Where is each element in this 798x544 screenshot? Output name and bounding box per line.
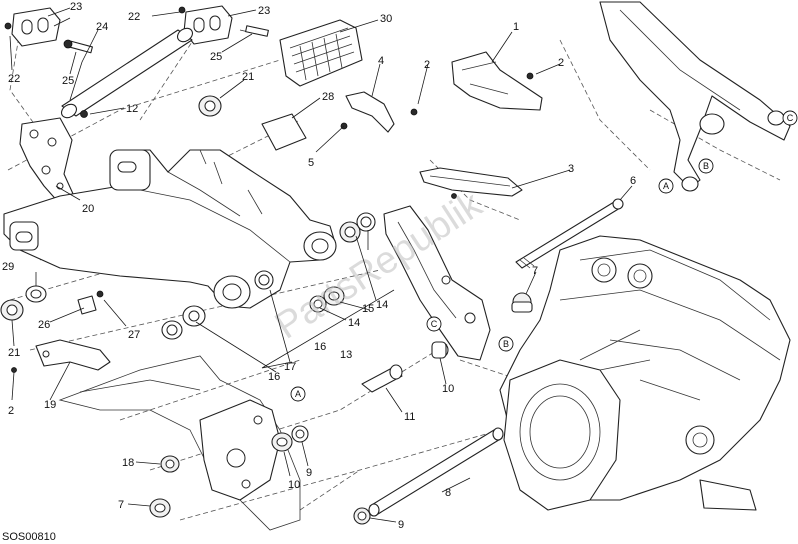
callout-12: 12 bbox=[126, 103, 138, 115]
ref-marker-a-linkage: A bbox=[290, 386, 306, 402]
callout-10: 10 bbox=[442, 383, 454, 395]
svg-text:A: A bbox=[295, 389, 301, 399]
nut-7-lower bbox=[149, 498, 171, 518]
svg-text:C: C bbox=[787, 113, 794, 123]
callout-9: 9 bbox=[306, 467, 312, 479]
callout-14: 14 bbox=[348, 317, 360, 329]
callout-22: 22 bbox=[128, 11, 140, 23]
engine-exhaust-stub bbox=[699, 479, 757, 511]
ref-marker-b-engine: B bbox=[698, 158, 714, 174]
callout-21: 21 bbox=[242, 71, 254, 83]
callout-2: 2 bbox=[8, 405, 14, 417]
decal-28 bbox=[261, 113, 307, 151]
callout-29: 29 bbox=[2, 261, 14, 273]
reference-markers: A B C A B C bbox=[290, 110, 798, 402]
bushing-26 bbox=[77, 290, 104, 315]
callout-7: 7 bbox=[532, 265, 538, 277]
svg-text:B: B bbox=[703, 161, 709, 171]
chain-adjuster-left bbox=[4, 7, 61, 47]
callout-24: 24 bbox=[96, 21, 108, 33]
callout-18: 18 bbox=[122, 457, 134, 469]
callout-25: 25 bbox=[62, 75, 74, 87]
callout-28: 28 bbox=[322, 91, 334, 103]
pivot-shaft-6 bbox=[515, 198, 624, 269]
callout-30: 30 bbox=[380, 13, 392, 25]
engine-mount-7 bbox=[511, 292, 533, 313]
callout-16: 16 bbox=[314, 341, 326, 353]
callout-15: 15 bbox=[362, 303, 374, 315]
callout-2: 2 bbox=[558, 57, 564, 69]
frame-side-plate bbox=[383, 205, 491, 361]
nut-9-bottom bbox=[353, 507, 371, 525]
callout-4: 4 bbox=[378, 55, 384, 67]
rear-frame bbox=[599, 1, 791, 192]
callout-9: 9 bbox=[398, 519, 404, 531]
bushing-17 bbox=[161, 305, 206, 340]
callout-20: 20 bbox=[82, 203, 94, 215]
bushing-10-lower bbox=[271, 425, 309, 452]
ref-marker-c-plate: C bbox=[426, 316, 442, 332]
callout-25: 25 bbox=[210, 51, 222, 63]
callout-13: 13 bbox=[340, 349, 352, 361]
nut-18 bbox=[160, 455, 180, 473]
spacer-11 bbox=[361, 364, 403, 393]
screw-12 bbox=[80, 110, 88, 118]
bushing-21-top bbox=[198, 95, 222, 117]
callout-6: 6 bbox=[630, 175, 636, 187]
spacer-10-right bbox=[431, 341, 449, 359]
lower-frame-linkage bbox=[58, 355, 301, 531]
callout-16: 16 bbox=[268, 371, 280, 383]
part-callouts: 1 2 2 2 3 4 5 6 7 7 8 9 9 10 10 11 12 13… bbox=[2, 1, 636, 531]
callout-1: 1 bbox=[513, 21, 519, 33]
washer-29 bbox=[25, 285, 47, 303]
leader-lines bbox=[9, 7, 633, 523]
ref-marker-a-engine: A bbox=[658, 178, 674, 194]
bushing-21-left bbox=[0, 299, 24, 321]
screw-25-left bbox=[63, 39, 93, 54]
rocker-plate bbox=[199, 399, 281, 501]
diagram-code: SOS00810 bbox=[2, 531, 56, 543]
callout-10: 10 bbox=[288, 479, 300, 491]
callout-7: 7 bbox=[118, 499, 124, 511]
callout-23: 23 bbox=[258, 5, 270, 17]
callout-17: 17 bbox=[284, 361, 296, 373]
callout-3: 3 bbox=[568, 163, 574, 175]
chain-guide-1 bbox=[410, 51, 543, 116]
chain-adjuster-right bbox=[178, 5, 269, 45]
callout-14: 14 bbox=[376, 299, 388, 311]
callout-8: 8 bbox=[445, 487, 451, 499]
callout-23: 23 bbox=[70, 1, 82, 13]
axle-8 bbox=[368, 427, 504, 517]
callout-2: 2 bbox=[424, 59, 430, 71]
callout-5: 5 bbox=[308, 157, 314, 169]
engine-cover bbox=[503, 329, 651, 511]
callout-19: 19 bbox=[44, 399, 56, 411]
callout-27: 27 bbox=[128, 329, 140, 341]
svg-text:C: C bbox=[431, 319, 438, 329]
callout-22: 22 bbox=[8, 73, 20, 85]
svg-text:A: A bbox=[663, 181, 669, 191]
svg-text:B: B bbox=[503, 339, 509, 349]
rear-wheel-spacer-rod bbox=[60, 27, 194, 119]
chain-slider-3 bbox=[419, 167, 523, 199]
ref-marker-c-frame: C bbox=[782, 110, 798, 126]
swingarm bbox=[3, 149, 337, 309]
chain-guard-4 bbox=[340, 91, 395, 133]
callout-11: 11 bbox=[404, 411, 415, 423]
callout-21: 21 bbox=[8, 347, 20, 359]
bracket-19 bbox=[11, 339, 111, 373]
callout-26: 26 bbox=[38, 319, 50, 331]
bushing-stack bbox=[254, 212, 376, 313]
chain-slider-bracket bbox=[19, 117, 75, 205]
ref-marker-b-plate: B bbox=[498, 336, 514, 352]
chain-guard-grid bbox=[279, 19, 363, 87]
